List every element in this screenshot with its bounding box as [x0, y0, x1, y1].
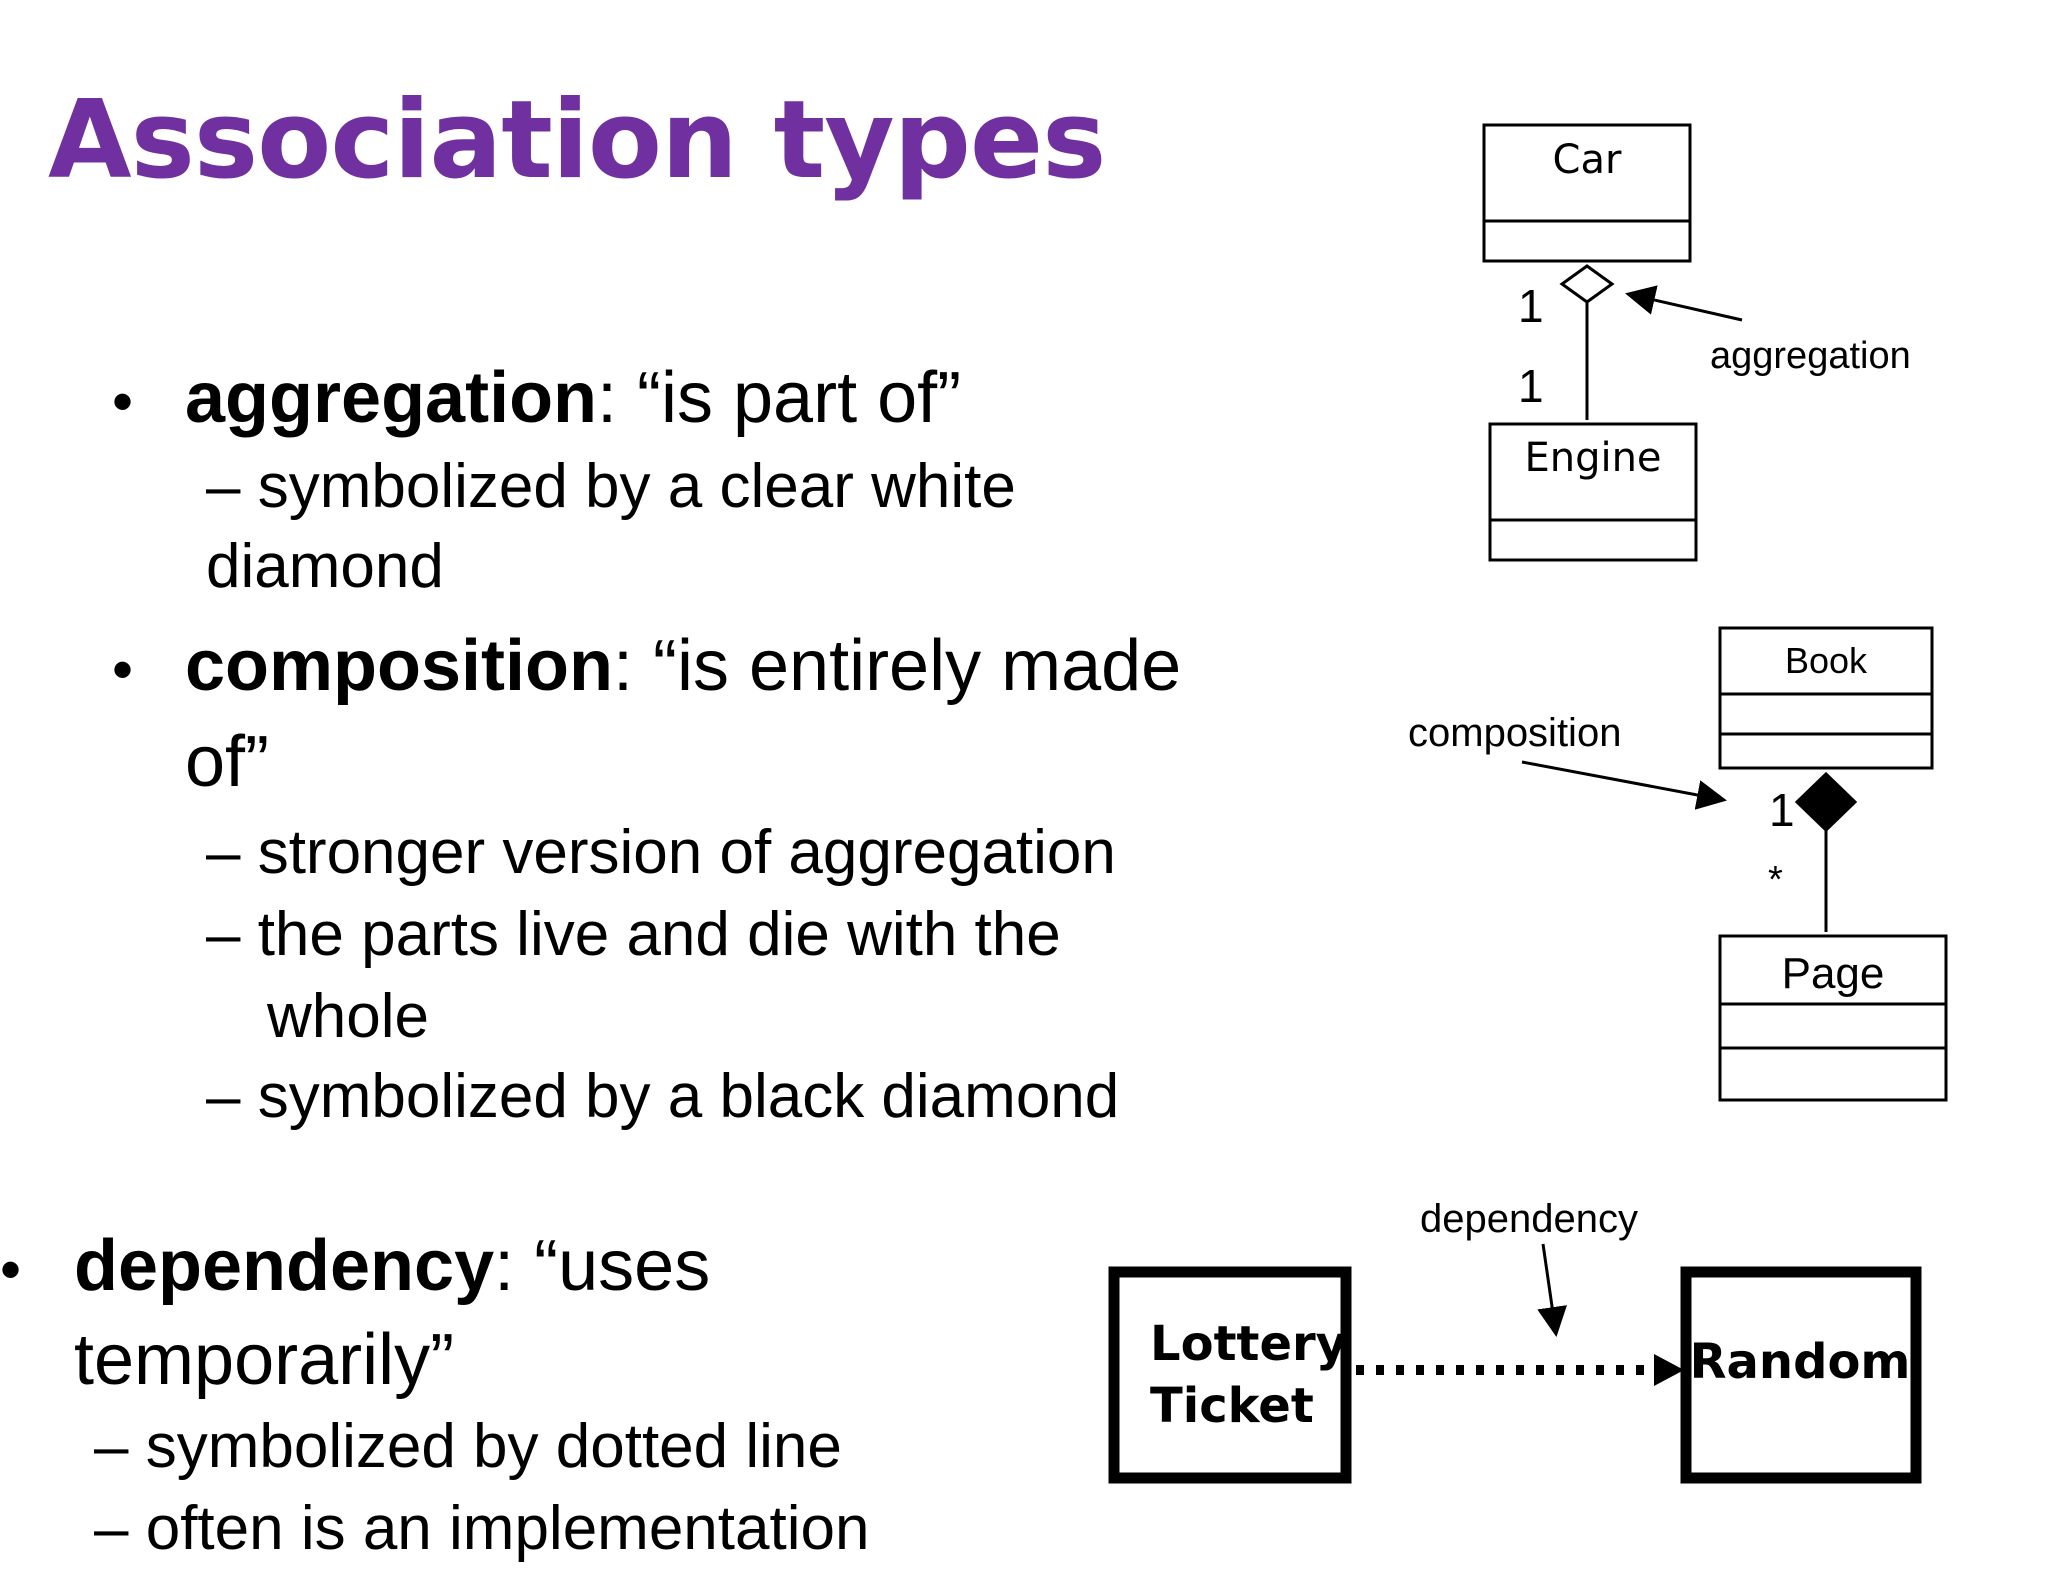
- random-class-box: Random: [1680, 1266, 1922, 1484]
- lottery-ticket-name-line2: Ticket: [1150, 1378, 1314, 1434]
- composition-multiplicity-whole: 1: [1769, 784, 1795, 836]
- engine-class-box: Engine: [1488, 422, 1698, 562]
- aggregation-pointer-arrow: [1625, 285, 1743, 322]
- bullet-composition: •: [112, 636, 134, 703]
- dependency-definition-line2: temporarily”: [74, 1320, 455, 1400]
- dependency-sub-1: – symbolized by dotted line: [94, 1412, 842, 1481]
- aggregation-label: aggregation: [1710, 335, 1911, 377]
- composition-sub-3: – symbolized by a black diamond: [206, 1062, 1120, 1131]
- aggregation-sub-1-line1: – symbolized by a clear white: [206, 452, 1016, 521]
- page-class-box: Page: [1718, 934, 1948, 1102]
- dependency-term: dependency: [74, 1226, 495, 1306]
- composition-heading: composition: “is entirely made: [185, 630, 1181, 702]
- car-class-box: Car: [1482, 123, 1692, 263]
- dependency-sub-2: – often is an implementation: [94, 1494, 870, 1563]
- aggregation-term: aggregation: [185, 358, 598, 438]
- slide-title: Association types: [48, 78, 1106, 203]
- composition-definition-line2: of”: [185, 722, 270, 802]
- dependency-label: dependency: [1420, 1197, 1638, 1241]
- dependency-diagram: Lottery Ticket Random dependency: [1108, 1197, 1922, 1484]
- composition-pointer-arrow: [1521, 760, 1727, 810]
- dependency-arrowhead-icon: [1654, 1354, 1684, 1386]
- composition-multiplicity-part: *: [1768, 859, 1783, 901]
- engine-class-name: Engine: [1524, 435, 1661, 481]
- aggregation-heading: aggregation: “is part of”: [185, 362, 961, 434]
- aggregation-diagram: Car Engine 1 1 aggregation: [1482, 123, 1911, 562]
- aggregation-multiplicity-part: 1: [1518, 360, 1544, 412]
- composition-diagram: Book Page 1 * composition: [1408, 626, 1948, 1102]
- composition-definition-line1: : “is entirely made: [613, 626, 1182, 706]
- book-class-box: Book: [1718, 626, 1934, 770]
- composition-term: composition: [185, 626, 613, 706]
- lottery-ticket-name-line1: Lottery: [1150, 1316, 1347, 1372]
- composition-sub-2-line2: whole: [267, 982, 429, 1051]
- dependency-heading: dependency: “uses: [74, 1230, 710, 1302]
- composition-label: composition: [1408, 711, 1621, 755]
- aggregation-sub-1-line2: diamond: [206, 532, 444, 601]
- aggregation-multiplicity-whole: 1: [1518, 280, 1544, 332]
- book-class-name: Book: [1785, 640, 1868, 681]
- lottery-ticket-class-box: Lottery Ticket: [1108, 1266, 1352, 1484]
- aggregation-definition: : “is part of”: [597, 358, 962, 438]
- car-class-name: Car: [1553, 137, 1622, 183]
- dependency-definition-line1: : “uses: [494, 1226, 711, 1306]
- hollow-diamond-icon: [1559, 264, 1615, 304]
- filled-diamond-icon: [1794, 771, 1858, 833]
- dependency-pointer-arrow: [1537, 1243, 1567, 1337]
- page-class-name: Page: [1782, 949, 1885, 998]
- random-class-name: Random: [1690, 1334, 1911, 1390]
- composition-sub-2-line1: – the parts live and die with the: [206, 900, 1061, 969]
- composition-sub-1: – stronger version of aggregation: [206, 818, 1116, 887]
- bullet-dependency: •: [0, 1236, 22, 1303]
- bullet-aggregation: •: [112, 368, 134, 435]
